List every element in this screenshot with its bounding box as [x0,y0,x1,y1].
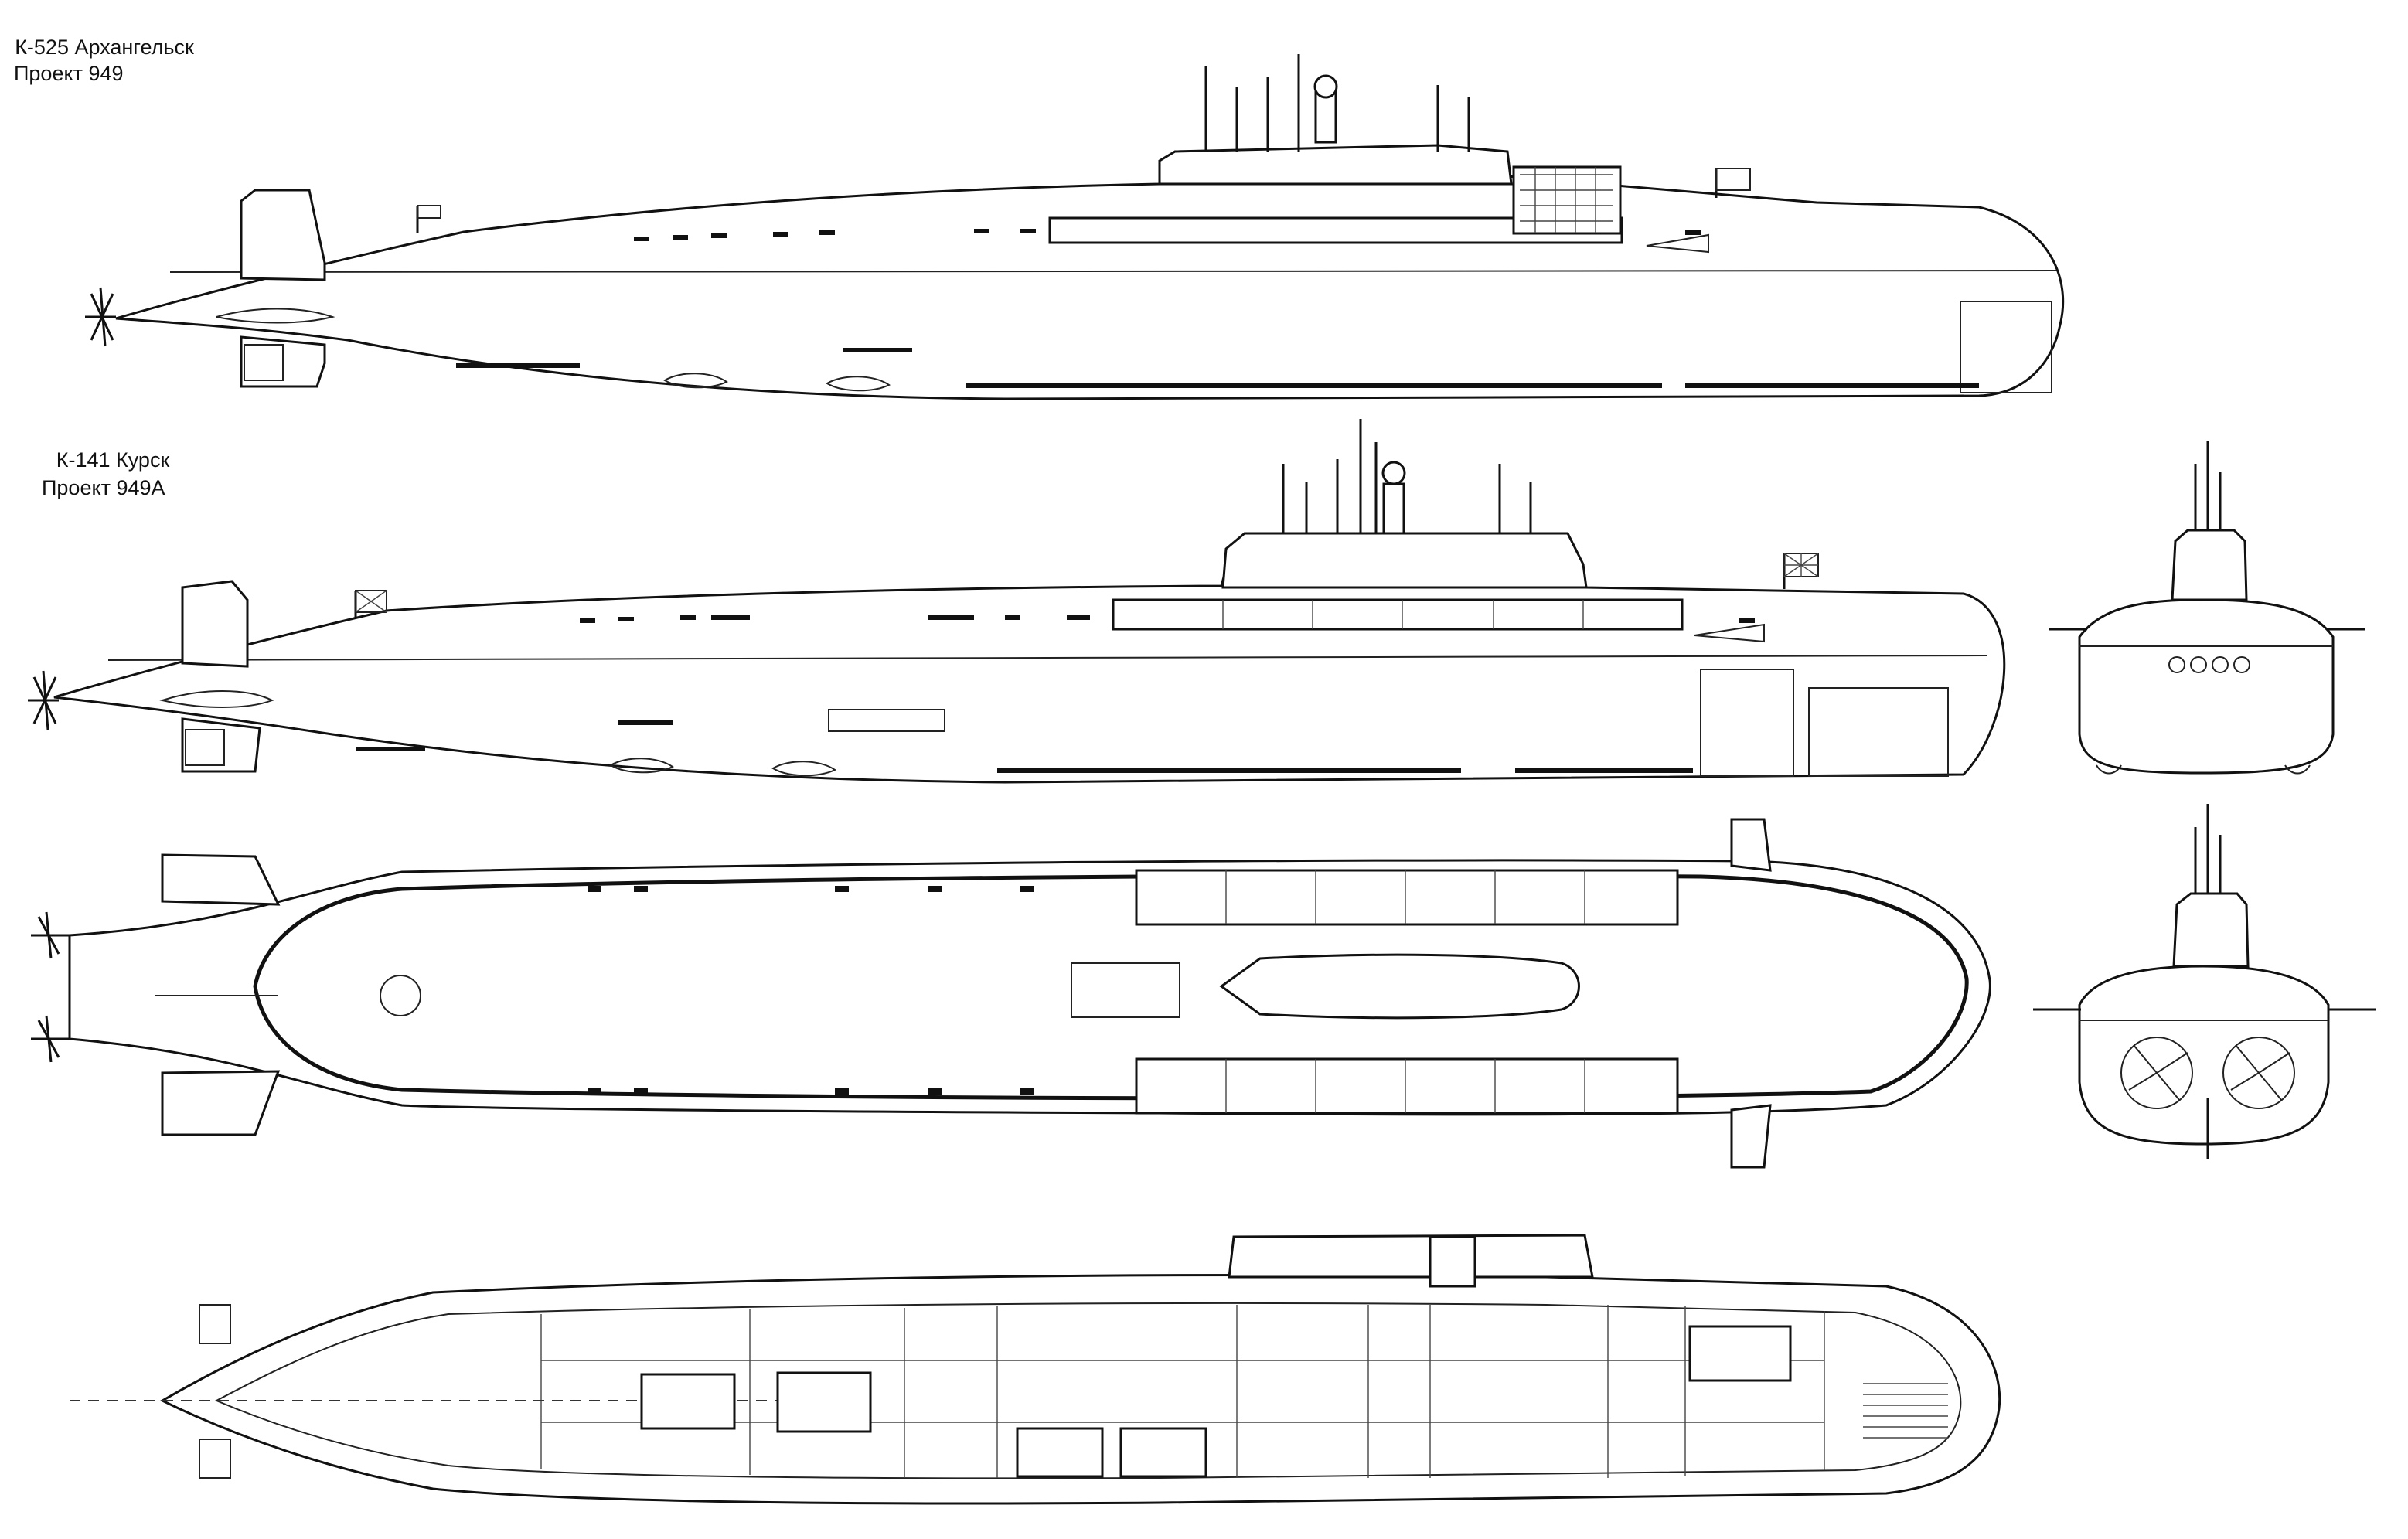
cutaway-torpedo-tubes [1863,1383,1948,1439]
top-plan-bow-plane-lower [1730,1104,1772,1169]
sub1-rudder-panel [244,344,284,381]
sub2-name-label: К-141 Курск [56,448,170,472]
front-section-portholes [2168,656,2250,673]
cutaway-bulkheads [540,1305,1825,1478]
sub1-propeller [85,287,116,347]
sub1-flag-stern [416,205,441,233]
sub1-hull-outline [115,150,2065,400]
top-plan-inner-hull [253,873,1969,1101]
sub1-sail [1158,144,1513,186]
cutaway-view [70,1234,2001,1505]
sub2-keel-pod-2 [771,761,836,777]
top-plan-stern-plane-lower [161,1070,281,1136]
sub1-bow-fin [1646,233,1709,254]
sub2-hatch-row-upper [580,615,1755,623]
cutaway-stern-plane-lower [199,1439,231,1479]
stern-section-propeller-right [2222,1037,2295,1109]
sub2-launcher-divisions [1222,600,1584,629]
top-plan-hatch-panel [1071,962,1180,1018]
sub2-rudder-lower [181,717,261,773]
top-plan-sail [1219,953,1580,1020]
sub1-flag-bow [1715,168,1751,198]
cutaway-periscope-base [1429,1235,1476,1288]
sub2-hatch-row-lower [356,720,1693,773]
top-plan-propeller-upper [31,911,70,959]
sub2-project-label: Проект 949А [42,476,165,499]
sub2-sonar-window-left [1700,669,1794,777]
sub2-flag-bow [1783,553,1819,589]
top-plan-propeller-lower [31,1015,70,1063]
front-section-sail [2171,529,2248,601]
cutaway-machinery-2 [1119,1427,1207,1478]
top-plan-deck-fittings [588,886,1034,1095]
cutaway-pressure-hull [214,1302,1962,1479]
sub2-hatch-panel [828,709,945,732]
top-plan-bow-plane-upper [1730,818,1772,872]
sub1-hatch-row-upper [634,229,1701,241]
top-plan-launcher-port [1135,869,1679,926]
sub1-side-view [85,54,2065,400]
top-plan-escape-hatch [380,975,421,1016]
stern-section-hull [2078,965,2330,1146]
front-section-keel [2096,764,2311,775]
sub1-waterline [169,270,2057,273]
sub2-sonar-window-right [1808,687,1949,777]
sub1-keel-pod-2 [826,376,891,392]
sub1-sonar-window [1960,301,2052,393]
sub1-name-label: К-525 Архангельск [15,36,194,59]
sub2-bow-fin [1694,623,1765,643]
top-plan-stern-plane-upper [161,853,281,906]
cutaway-torpedo-room [1688,1325,1792,1382]
sub1-radome [1512,165,1622,235]
sub1-hatch-row-lower [456,348,1979,388]
cutaway-machinery-1 [1016,1427,1104,1478]
stern-section-sail [2172,892,2250,968]
top-plan-launcher-starboard [1135,1057,1679,1115]
sub1-project-label: Проект 949 [14,62,124,85]
front-section-mast [2194,441,2222,530]
sub2-rudder-panel [185,729,225,766]
sub1-masts [1204,54,1470,152]
sub2-side-view [28,419,2006,784]
cutaway-sail [1228,1234,1594,1279]
cutaway-outer-hull [159,1273,2001,1505]
cutaway-decks [541,1360,1824,1423]
stern-section-mast [2194,804,2222,894]
sub1-rudder-upper [240,189,326,281]
top-plan-launcher-divisions [1225,870,1585,1113]
sub2-propeller [28,670,59,730]
front-section-hull [2078,598,2335,775]
cutaway-turbine [776,1371,872,1433]
front-section-view [2049,441,2365,775]
cutaway-stern-plane-upper [199,1304,231,1344]
stern-section-view [2033,804,2376,1159]
top-plan-deck-outline [68,859,1991,1116]
sub2-masts [1282,419,1532,535]
sub2-sail [1221,532,1588,589]
sub2-launcher-casing [1112,598,1684,631]
sub1-keel-pod-1 [663,373,728,389]
sub2-keel-pod-1 [609,758,674,774]
sub2-flag-stern [354,590,387,618]
stern-section-propeller-left [2120,1037,2193,1109]
sub2-stern-plane [159,690,274,708]
sub2-rudder-upper [181,580,249,668]
top-plan-view [31,818,1991,1169]
cutaway-reactor [640,1373,736,1430]
sub2-waterline [107,655,1987,661]
sub1-stern-plane [216,308,335,324]
